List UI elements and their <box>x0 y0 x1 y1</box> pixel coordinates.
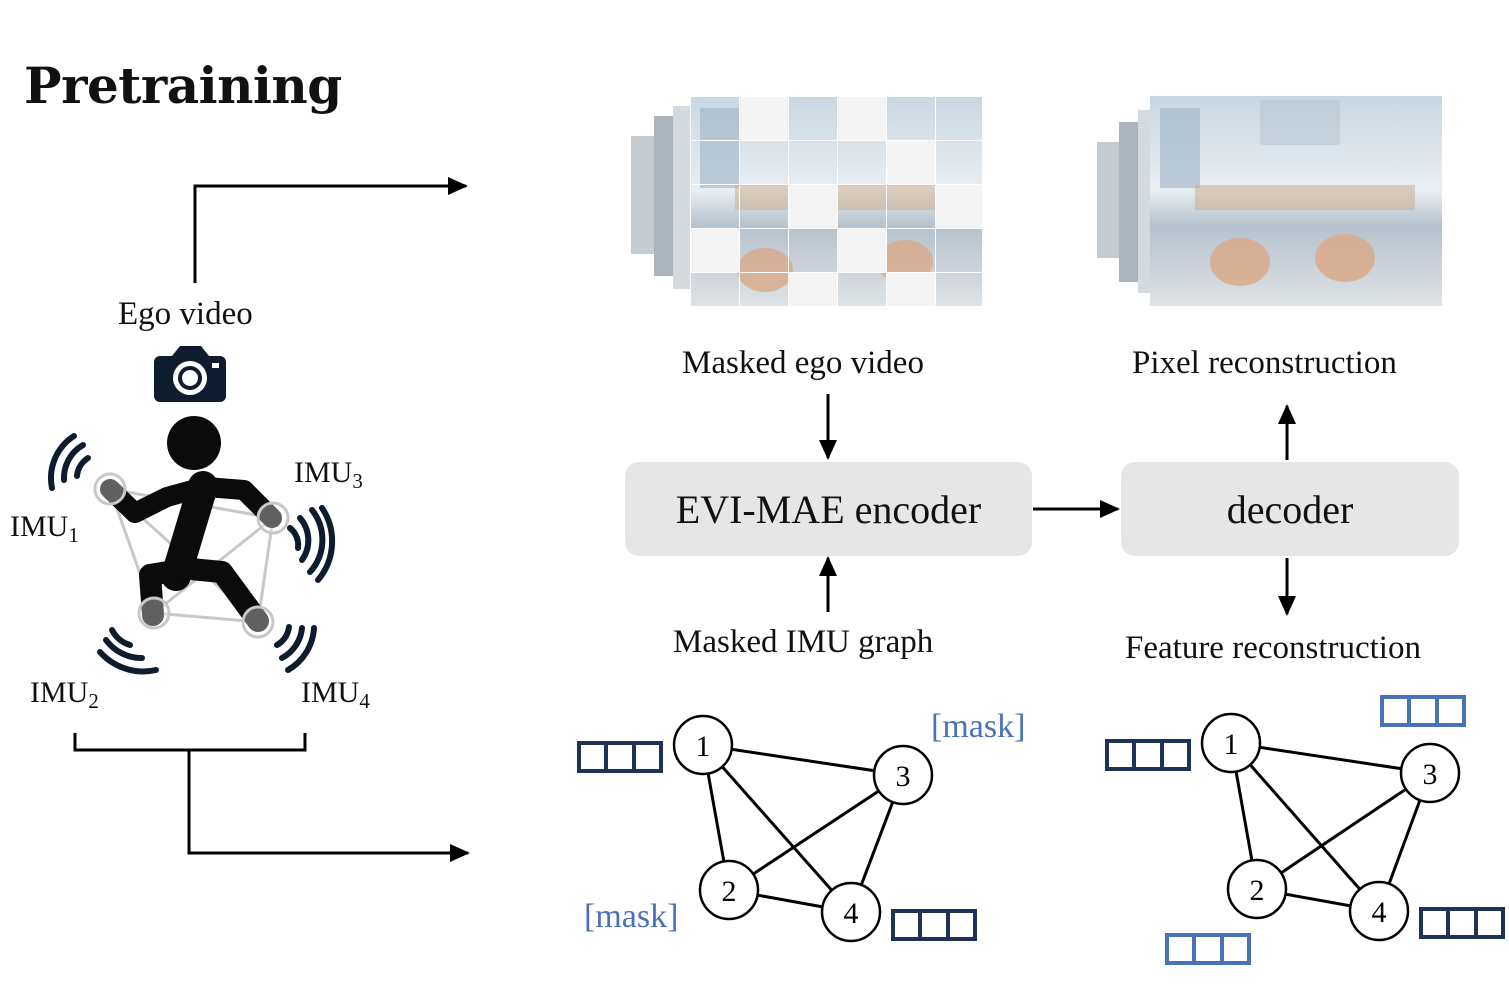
graph-node-label: 2 <box>722 875 737 908</box>
graph-node-label: 4 <box>844 897 859 930</box>
person-icon <box>100 416 282 632</box>
graph-node-label: 3 <box>896 760 911 793</box>
page-title: Pretraining <box>24 56 342 115</box>
encoder-box: EVI-MAE encoder <box>625 462 1032 556</box>
imu-4-label: IMU4 <box>301 676 370 713</box>
camera-icon <box>154 346 226 402</box>
imu-3-label: IMU3 <box>294 456 363 493</box>
reconstructed-feature-icon <box>1165 933 1251 965</box>
ego-video-label: Ego video <box>118 296 253 332</box>
feature-vector-icon <box>1105 739 1191 771</box>
signal-wave-icon <box>48 433 336 675</box>
masked-video-label: Masked ego video <box>682 345 924 381</box>
graph-node-label: 1 <box>1224 728 1239 761</box>
reconstructed-video-stack <box>1097 96 1442 306</box>
masked-video-stack <box>631 96 982 306</box>
video-flow-arrow <box>193 177 468 283</box>
graph-node-label: 4 <box>1372 896 1387 929</box>
masked-imu-graph: 1 3 2 4 <box>577 714 977 943</box>
feature-recon-label: Feature reconstruction <box>1125 630 1421 666</box>
imu-2-label: IMU2 <box>30 676 99 713</box>
graph-node-label: 1 <box>696 730 711 763</box>
decoder-box: decoder <box>1121 462 1459 556</box>
graph-node-label: 3 <box>1423 758 1438 791</box>
pixel-recon-label: Pixel reconstruction <box>1132 345 1397 381</box>
imu-flow-arrow <box>187 750 470 862</box>
feature-vector-icon <box>577 741 663 773</box>
graph-node-label: 2 <box>1250 874 1265 907</box>
mask-token-label: [mask] <box>584 898 679 935</box>
reconstructed-feature-icon <box>1380 695 1466 727</box>
reconstructed-imu-graph: 1 3 2 4 <box>1105 695 1505 965</box>
mask-token-label: [mask] <box>931 708 1026 745</box>
imu-bracket <box>73 733 307 752</box>
feature-vector-icon <box>1419 907 1505 939</box>
imu-sensors <box>93 472 290 639</box>
feature-vector-icon <box>891 909 977 941</box>
masked-graph-label: Masked IMU graph <box>673 624 934 660</box>
imu-1-label: IMU1 <box>10 510 79 547</box>
